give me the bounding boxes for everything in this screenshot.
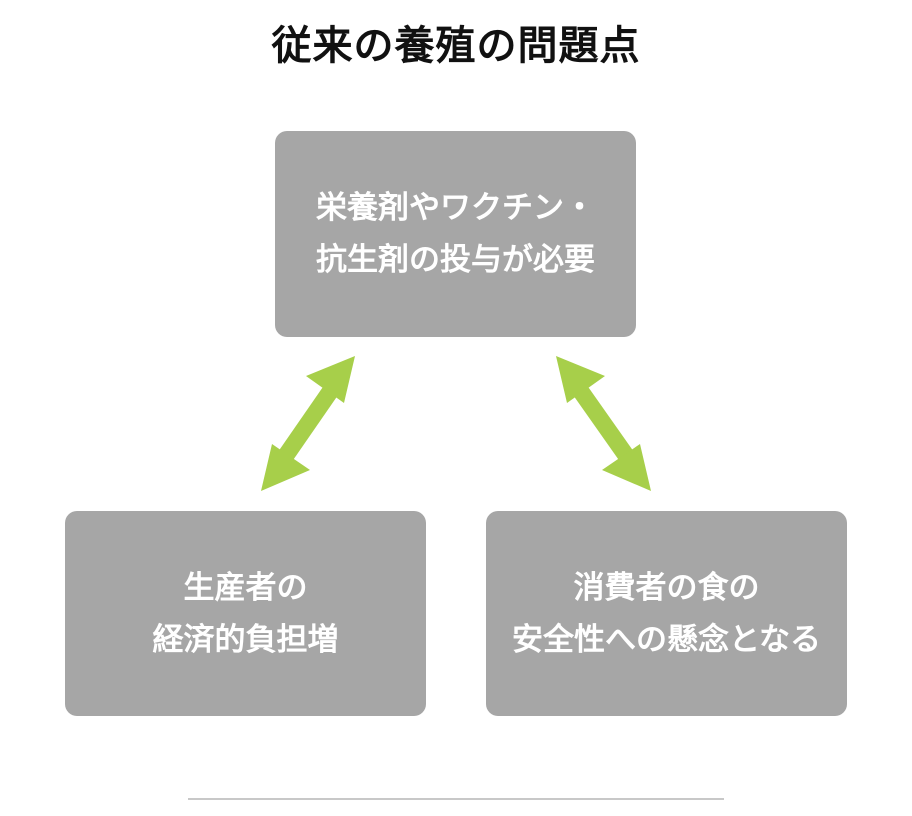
- issue-box-left-line-2: 経済的負担増: [152, 621, 339, 658]
- diagram-title: 従来の養殖の問題点: [271, 23, 641, 69]
- issue-box-right: 消費者の食の 安全性への懸念となる: [486, 511, 847, 716]
- issue-box-right-line-1: 消費者の食の: [573, 569, 760, 606]
- issue-box-top-line-2: 抗生剤の投与が必要: [316, 242, 595, 278]
- double-arrow-left-icon: [261, 356, 355, 491]
- double-arrow-right-icon: [556, 356, 651, 491]
- issue-box-right-line-2: 安全性への懸念となる: [511, 621, 822, 658]
- issue-box-top-line-1: 栄養剤やワクチン・: [316, 190, 595, 226]
- bottom-divider: [188, 798, 724, 800]
- issue-box-left: 生産者の 経済的負担増: [65, 511, 426, 716]
- issue-box-left-line-1: 生産者の: [183, 569, 308, 606]
- issue-box-top: 栄養剤やワクチン・ 抗生剤の投与が必要: [275, 131, 636, 337]
